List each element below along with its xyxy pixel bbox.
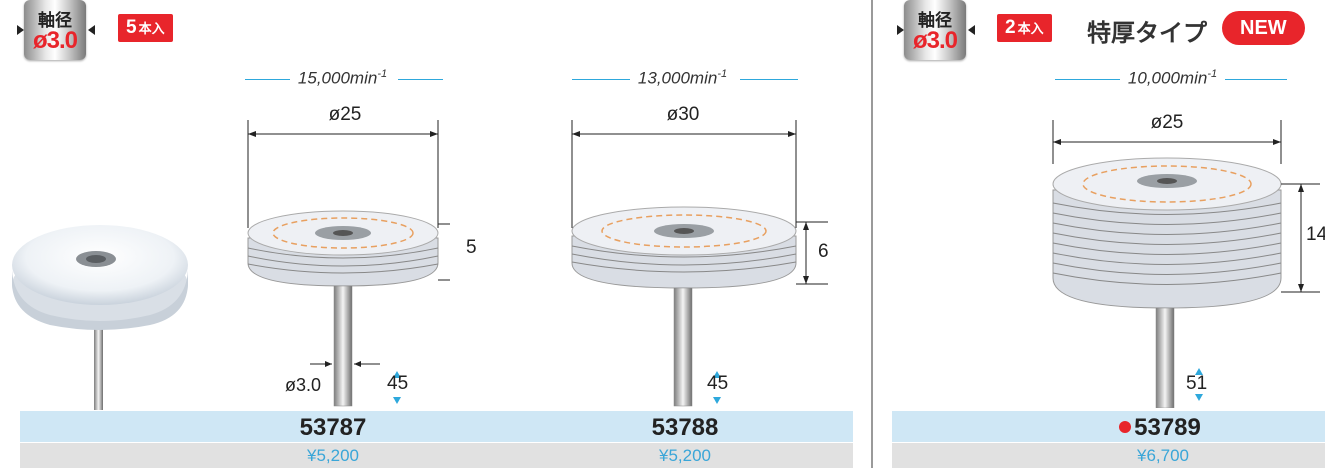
thickness-label: 14 [1306, 224, 1325, 245]
product-drawing [1052, 120, 1320, 408]
rpm-value: 13,000 [637, 68, 690, 88]
rpm-unit: min [349, 68, 378, 88]
buff-wheel-photo [12, 225, 188, 410]
rpm-value: 15,000 [297, 68, 350, 88]
rpm-exponent: -1 [717, 68, 728, 80]
rpm-line [398, 79, 443, 80]
rpm-value: 10,000 [1127, 68, 1180, 88]
length-label: 45 [387, 373, 409, 394]
shaft-arrow-left-icon [897, 25, 904, 35]
rpm-line [1225, 79, 1287, 80]
count-unit: 本入 [138, 21, 165, 36]
product-code: 53787 [299, 414, 367, 441]
rpm-unit: min [689, 68, 718, 88]
product-drawing [247, 120, 450, 407]
shank-diameter-label: ø3.0 [285, 375, 322, 395]
diameter-label: ø25 [328, 104, 362, 125]
rpm-exponent: -1 [377, 68, 388, 80]
product-code-text: 53789 [1134, 414, 1201, 441]
rpm-unit: min [1179, 68, 1208, 88]
rpm-label: 10,000min-1 [1120, 68, 1225, 89]
product-code: 53788 [651, 414, 719, 441]
rpm-exponent: -1 [1207, 68, 1218, 80]
rpm-line [1055, 79, 1120, 80]
length-label: 45 [707, 373, 729, 394]
rpm-label: 15,000min-1 [290, 68, 395, 89]
code-band [20, 411, 853, 442]
price-band [20, 443, 853, 468]
diameter-label: ø25 [1150, 112, 1184, 133]
shaft-tag-label: 軸径 [38, 11, 72, 30]
shaft-arrow-right-icon [88, 25, 95, 35]
count-unit: 本入 [1017, 21, 1044, 36]
shaft-arrow-right-icon [968, 25, 975, 35]
length-label: 51 [1186, 373, 1208, 394]
shaft-tag-label: 軸径 [918, 11, 952, 30]
product-price: ¥6,700 [1137, 446, 1189, 465]
shaft-tag-diameter: ø3.0 [32, 27, 78, 54]
rpm-line [572, 79, 630, 80]
count-number: 2 [1005, 17, 1016, 38]
shaft-arrow-left-icon [17, 25, 24, 35]
thickness-label: 6 [818, 241, 829, 262]
product-price: ¥5,200 [307, 446, 359, 465]
code-band [892, 411, 1325, 442]
shaft-tag-diameter: ø3.0 [912, 27, 958, 54]
price-band [892, 443, 1325, 468]
panel-divider [871, 0, 873, 468]
product-price: ¥5,200 [659, 446, 711, 465]
shaft-diameter-tag: 軸径 ø3.0 [904, 0, 966, 60]
count-number: 5 [126, 17, 137, 38]
rpm-label: 13,000min-1 [630, 68, 735, 89]
diameter-label: ø30 [666, 104, 700, 125]
product-drawing [571, 120, 828, 407]
product-code: 53789 [1060, 414, 1260, 442]
shaft-diameter-tag: 軸径 ø3.0 [24, 0, 86, 60]
rpm-line [245, 79, 290, 80]
new-badge: NEW [1222, 11, 1305, 45]
type-label: 特厚タイプ [1087, 20, 1207, 47]
rpm-line [740, 79, 798, 80]
thickness-label: 5 [466, 237, 477, 258]
new-dot-icon [1119, 420, 1132, 433]
